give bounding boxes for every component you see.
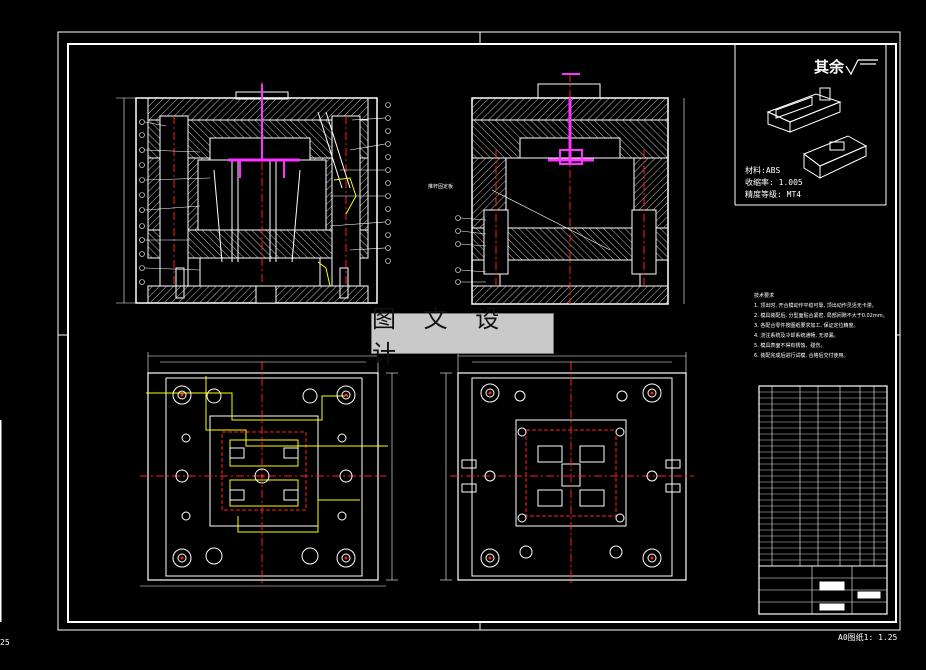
notes-heading: 技术要求 — [754, 293, 775, 299]
sheet-label: 25 — [0, 638, 10, 647]
parts-list-table — [758, 385, 888, 615]
note-line: 4. 浇注系统及冷却系统通畅, 无渗漏。 — [754, 333, 839, 339]
roughness-symbol-icon — [845, 59, 878, 76]
side-note-label: 推杆固定板 — [428, 184, 454, 190]
sheet-frame — [0, 31, 901, 631]
technical-notes: 技术要求 1. 顶出时, 开合模动作平稳可靠, 顶出动作灵活无卡滞。 2. 模具… — [754, 291, 888, 361]
plan-view-right — [440, 352, 694, 585]
note-line: 2. 模具装配后, 分型面贴合紧密, 局部间隙不大于0.02mm。 — [754, 313, 888, 319]
watermark-banner: 图 文 设 计 — [371, 305, 554, 368]
plan-view-left — [140, 352, 398, 587]
roughness-label: 其余 — [814, 58, 845, 76]
callouts-front — [139, 102, 391, 285]
note-line: 3. 各配合零件按图纸要求加工, 保证定位精度。 — [754, 323, 859, 329]
material-label: 材料:ABS — [745, 166, 781, 175]
part-isometric — [766, 87, 868, 179]
note-line: 6. 装配完成后进行试模, 合格后交付使用。 — [754, 353, 849, 359]
shrinkage-label: 收缩率: 1.005 — [745, 178, 803, 187]
section-view-side — [471, 73, 669, 305]
section-view-front — [116, 82, 378, 304]
note-line: 1. 顶出时, 开合模动作平稳可靠, 顶出动作灵活无卡滞。 — [754, 303, 877, 309]
tolerance-label: 精度等级: MT4 — [745, 190, 802, 199]
note-line: 5. 模具表面不得有锈蚀、碰伤。 — [754, 343, 826, 349]
callouts-side — [455, 98, 685, 304]
scale-label: A0图纸1: 1.25 — [838, 633, 898, 642]
